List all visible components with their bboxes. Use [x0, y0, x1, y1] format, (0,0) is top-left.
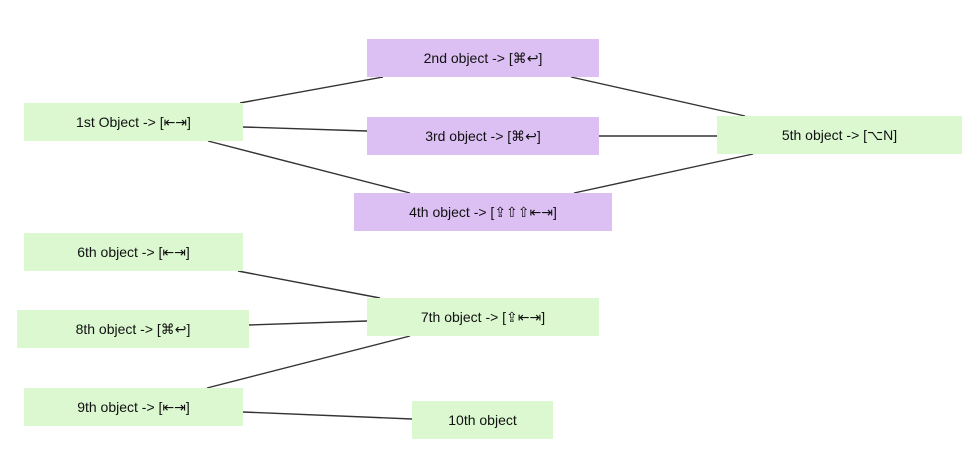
edge-2-5	[570, 76, 746, 117]
node-7th-object[interactable]: 7th object -> [⇪⇤⇥]	[367, 298, 599, 336]
node-9th-object[interactable]: 9th object -> [⇤⇥]	[24, 388, 243, 426]
node-label: 3rd object -> [⌘↩]	[425, 127, 541, 144]
node-4th-object[interactable]: 4th object -> [⇪⇧⇧⇤⇥]	[354, 193, 612, 231]
node-1st-object[interactable]: 1st Object -> [⇤⇥]	[24, 103, 243, 141]
node-label: 9th object -> [⇤⇥]	[77, 398, 190, 415]
node-label: 6th object -> [⇤⇥]	[77, 243, 190, 260]
node-3rd-object[interactable]: 3rd object -> [⌘↩]	[367, 117, 599, 155]
edge-1-2	[239, 76, 384, 104]
node-label: 7th object -> [⇪⇤⇥]	[420, 308, 546, 325]
node-5th-object[interactable]: 5th object -> [⌥N]	[717, 116, 962, 154]
edge-1-3	[242, 126, 368, 132]
edge-9-10	[242, 411, 413, 420]
edge-9-7	[206, 335, 411, 389]
node-10th-object[interactable]: 10th object	[412, 401, 553, 439]
node-2nd-object[interactable]: 2nd object -> [⌘↩]	[367, 39, 599, 77]
edge-1-4	[207, 140, 411, 194]
node-8th-object[interactable]: 8th object -> [⌘↩]	[17, 310, 249, 348]
node-label: 2nd object -> [⌘↩]	[423, 49, 543, 66]
node-6th-object[interactable]: 6th object -> [⇤⇥]	[24, 233, 243, 271]
node-label: 8th object -> [⌘↩]	[75, 320, 191, 337]
node-label: 4th object -> [⇪⇧⇧⇤⇥]	[409, 203, 557, 220]
node-label: 5th object -> [⌥N]	[781, 126, 898, 143]
node-label: 10th object	[448, 412, 517, 428]
edge-4-5	[573, 153, 754, 194]
node-label: 1st Object -> [⇤⇥]	[76, 113, 191, 130]
edge-6-7	[237, 270, 381, 299]
edge-8-7	[248, 320, 368, 326]
